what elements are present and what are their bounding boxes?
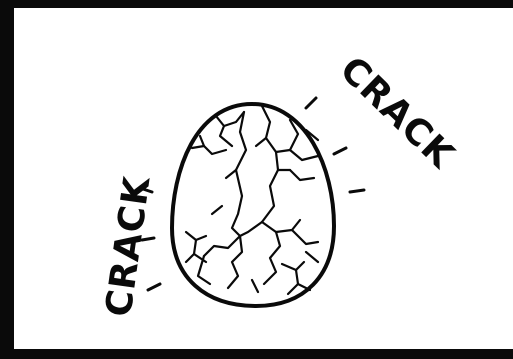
sfx-crack-right: CRACK [332,49,462,177]
sfx-crack-left: CRACK [98,174,158,320]
egg [172,104,334,306]
